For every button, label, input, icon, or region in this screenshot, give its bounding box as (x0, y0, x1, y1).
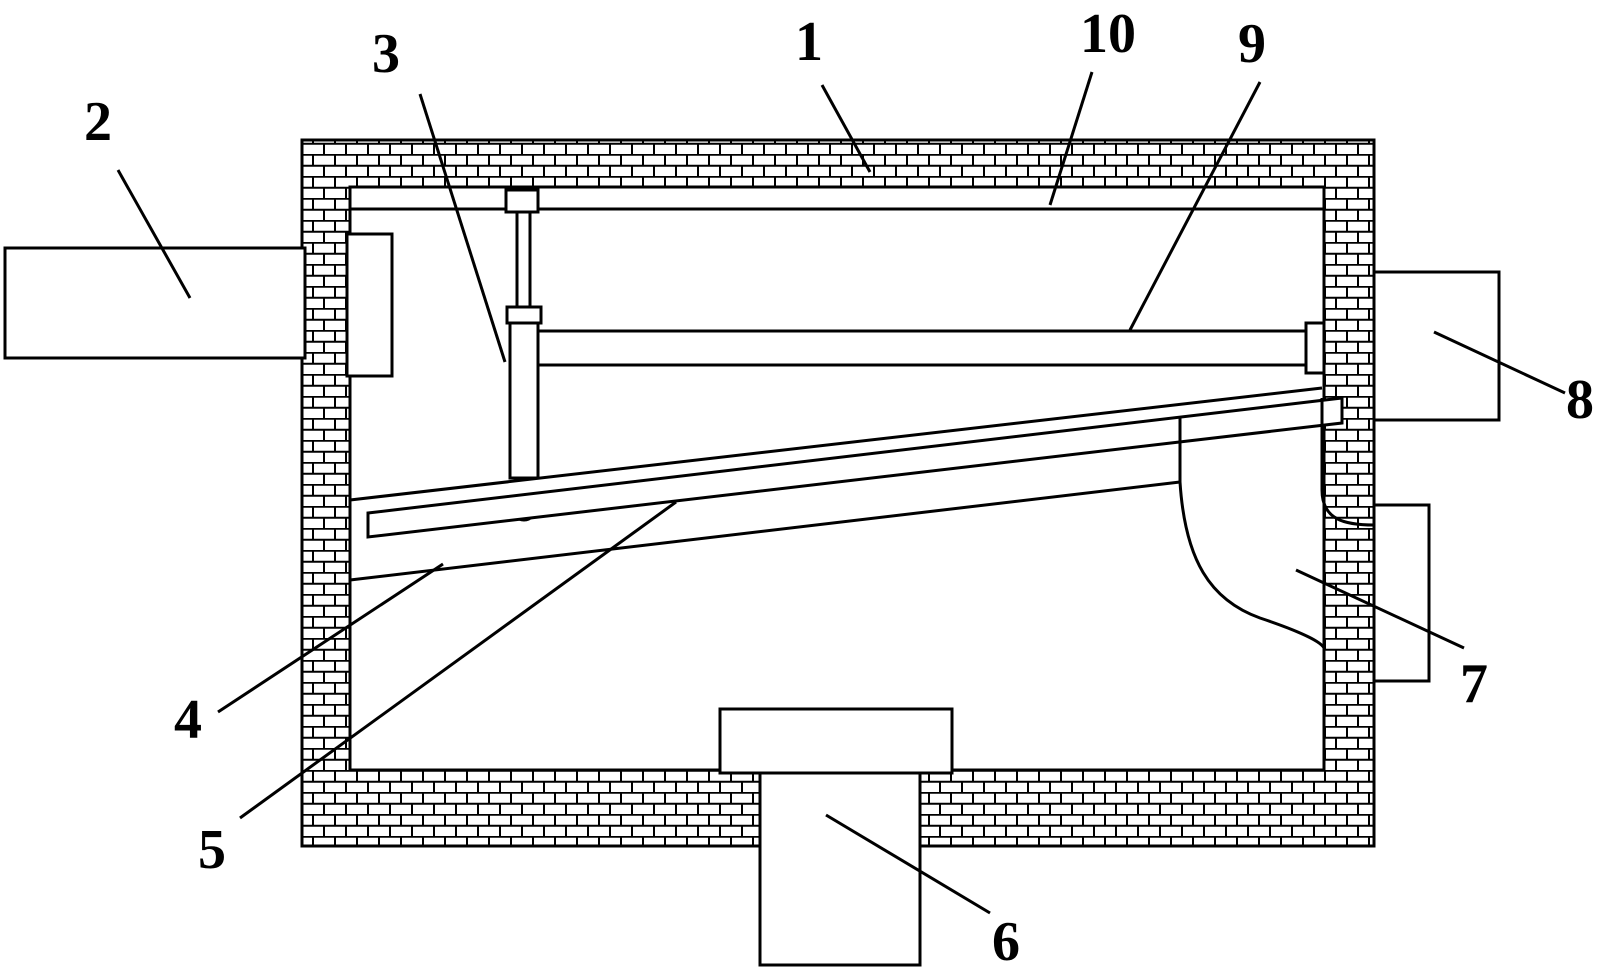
label-1: 1 (795, 11, 823, 73)
bottom-outlet (718, 707, 954, 967)
label-8: 8 (1566, 369, 1594, 431)
right-upper-box (1372, 270, 1501, 422)
inlet-pipe (3, 232, 394, 378)
label-2: 2 (84, 91, 112, 153)
top-rail (348, 185, 1326, 211)
label-10: 10 (1080, 3, 1136, 65)
label-7: 7 (1460, 653, 1488, 715)
label-9: 9 (1238, 13, 1266, 75)
horizontal-rod (536, 321, 1326, 375)
label-5: 5 (198, 819, 226, 881)
hanger-rod (504, 188, 543, 522)
label-6: 6 (992, 911, 1020, 973)
label-4: 4 (174, 689, 202, 751)
label-3: 3 (372, 23, 400, 85)
leader-lines (116, 71, 1566, 915)
sloped-screen (349, 386, 1344, 539)
right-lower-box (1372, 503, 1431, 683)
sloped-guide (349, 398, 1375, 649)
